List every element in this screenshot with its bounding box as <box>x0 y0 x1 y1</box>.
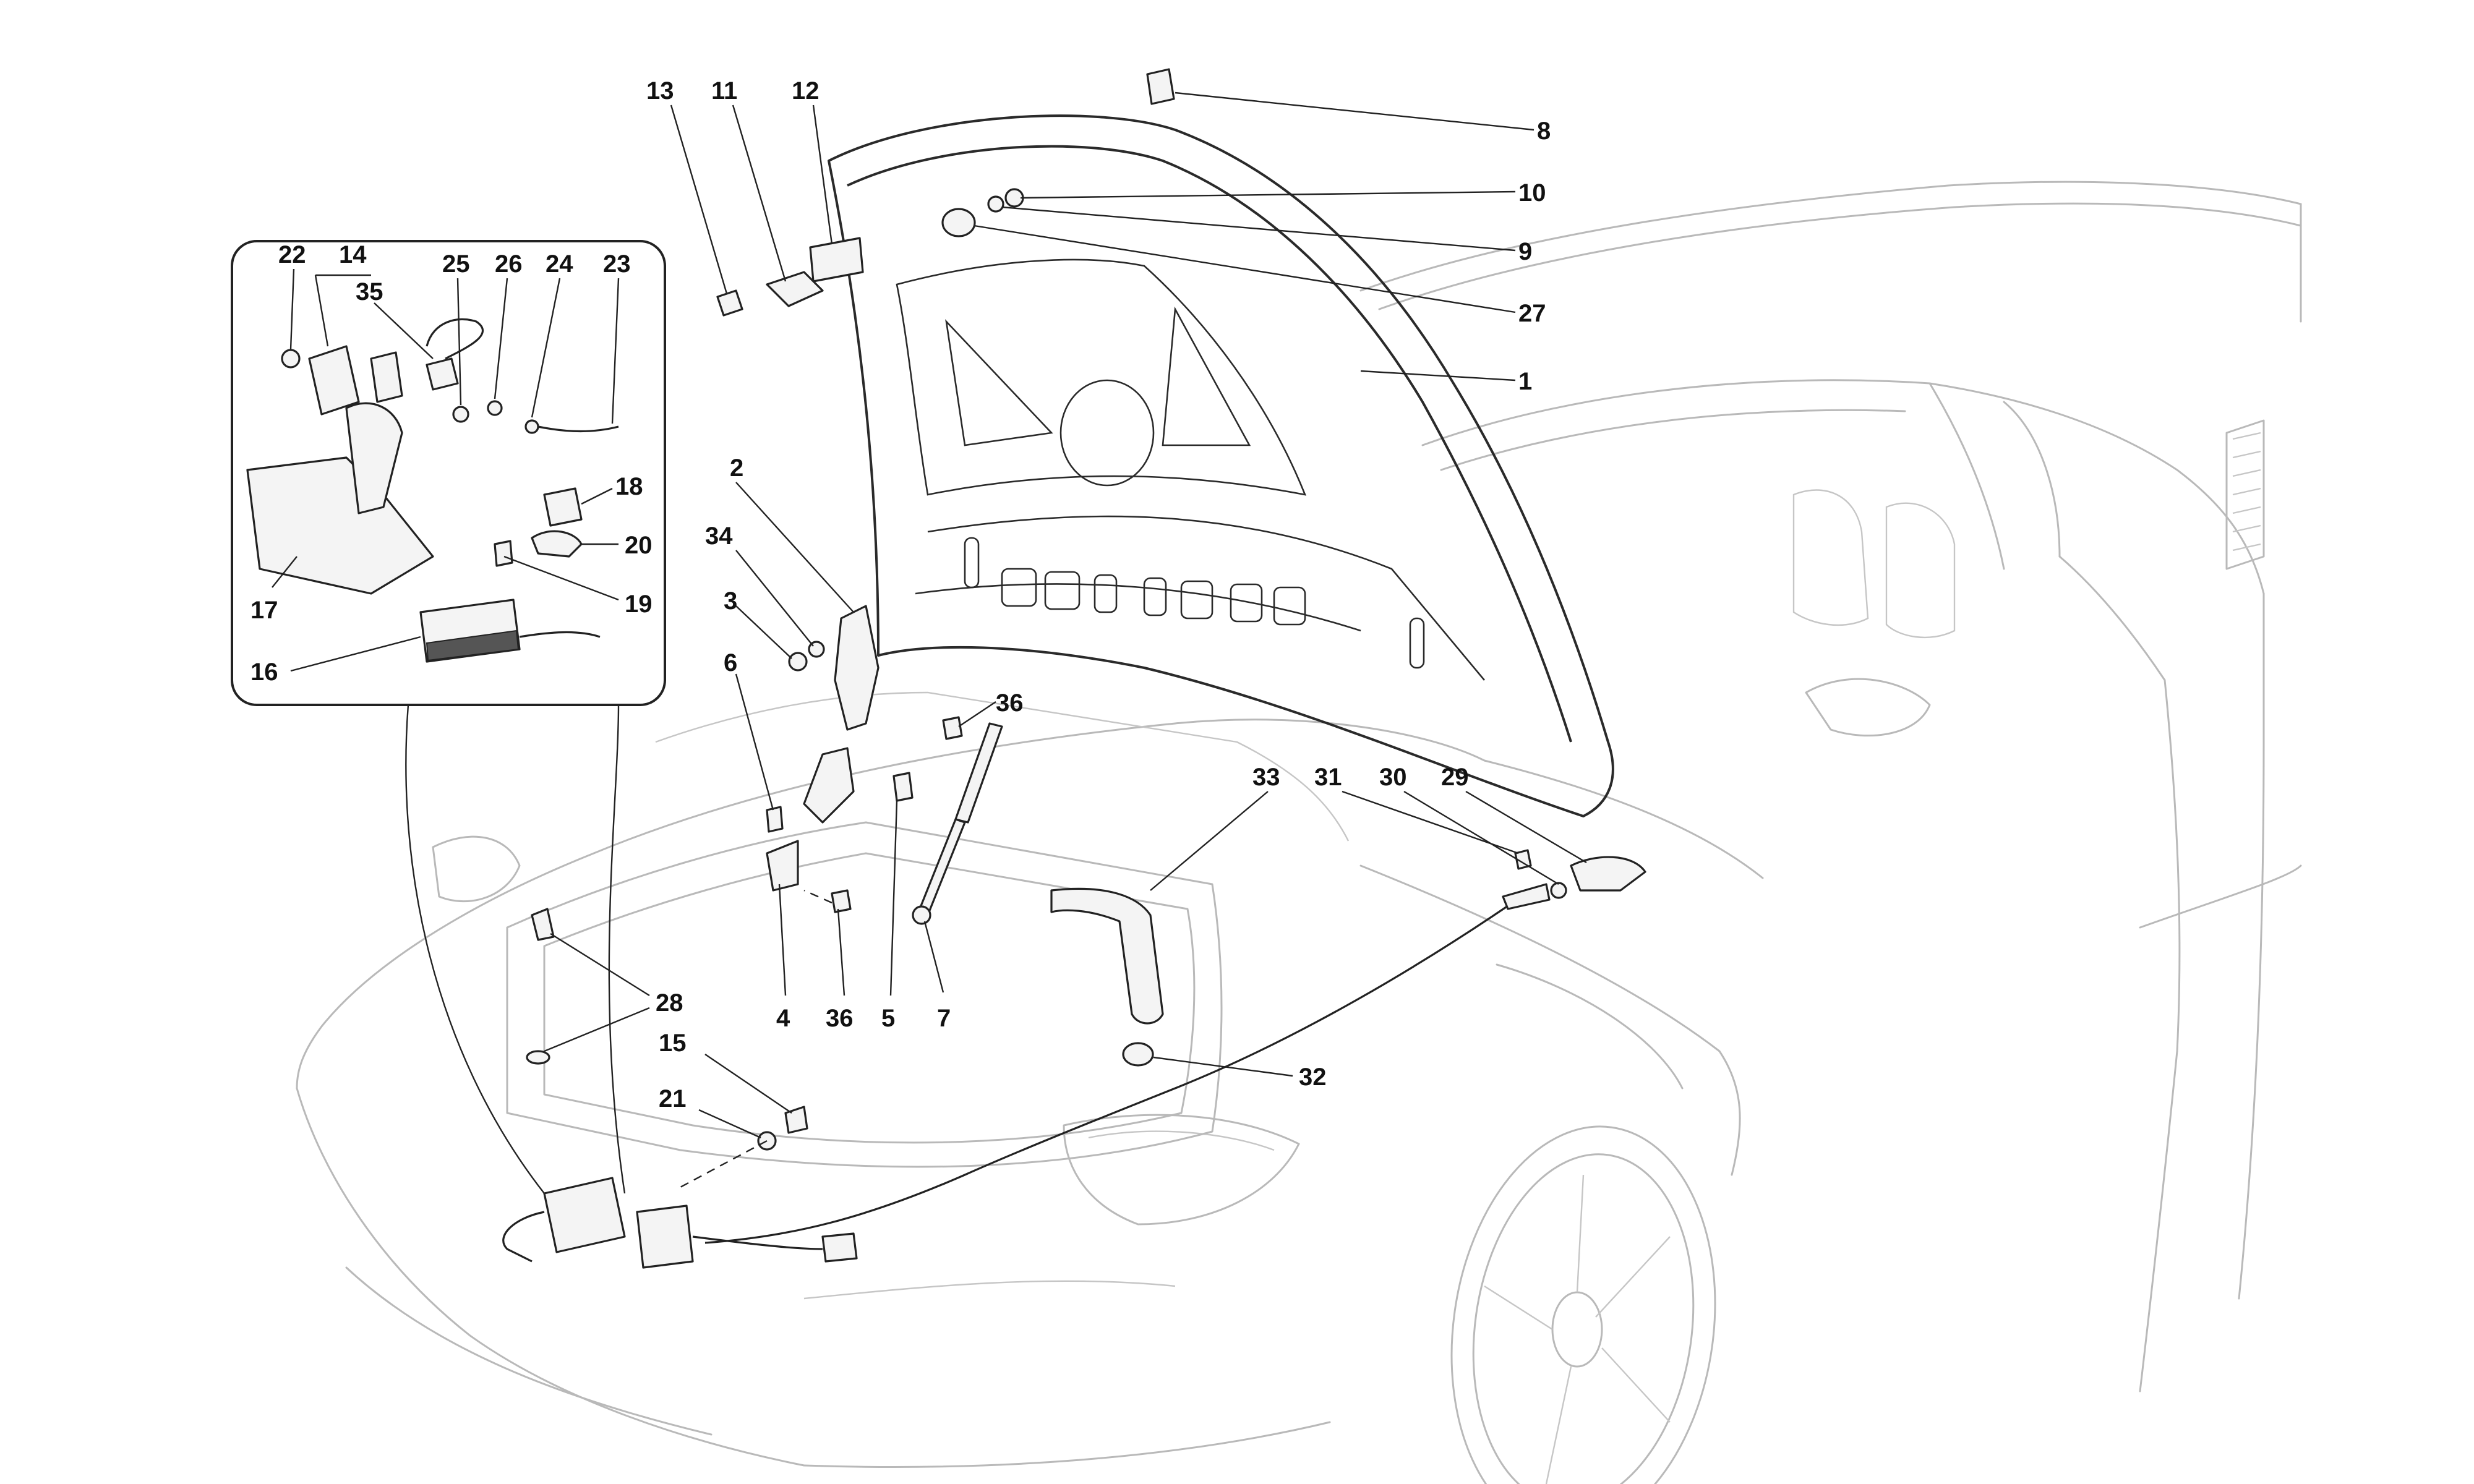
washer-part-10 <box>1004 188 1024 208</box>
latch-detail-inset <box>231 240 666 1194</box>
callout-36-upper: 36 <box>996 689 1024 717</box>
callout-27: 27 <box>1518 300 1546 327</box>
callout-16: 16 <box>250 659 278 686</box>
callout-8: 8 <box>1537 117 1551 145</box>
latch-assembly-lower <box>502 1177 858 1269</box>
clip-part-11 <box>766 271 824 307</box>
gas-strut-part-7 <box>954 722 1003 824</box>
bolt-part-13 <box>716 289 743 317</box>
washer-part-25 <box>452 406 469 423</box>
bracket-part-18 <box>543 487 583 527</box>
nut-part-24 <box>524 419 539 434</box>
callout-36-lower: 36 <box>826 1005 854 1032</box>
callout-11: 11 <box>711 77 737 104</box>
cable-part-23 <box>537 425 619 433</box>
callout-31: 31 <box>1314 764 1342 791</box>
callout-33: 33 <box>1252 764 1280 791</box>
callout-21: 21 <box>659 1085 687 1112</box>
callout-30: 30 <box>1379 764 1407 791</box>
hinge-arm <box>803 747 855 824</box>
hood-panel <box>828 114 1614 817</box>
bolt-part-5 <box>892 772 914 802</box>
clip-part-30 <box>1514 849 1532 870</box>
callout-7: 7 <box>937 1005 951 1032</box>
spring-part-35 <box>426 357 459 391</box>
screw-part-19 <box>494 540 513 567</box>
callout-2: 2 <box>730 454 743 482</box>
callout-numbers: 8 10 9 27 1 13 11 12 2 34 3 6 36 33 31 3… <box>250 77 1551 1112</box>
release-cable <box>704 895 1522 1244</box>
bushing-part-27 <box>941 208 976 237</box>
bracket-part-4 <box>766 840 799 892</box>
car-body-outline <box>296 181 2302 1484</box>
callout-29: 29 <box>1441 764 1469 791</box>
pin-part-36-lower <box>831 889 852 913</box>
hood-vent-slots <box>964 537 1425 669</box>
callout-26: 26 <box>495 250 523 278</box>
washer-part-26 <box>487 400 503 416</box>
callout-18: 18 <box>615 473 643 500</box>
callout-15: 15 <box>659 1030 687 1057</box>
nut-part-31 <box>1550 882 1567 899</box>
callout-34: 34 <box>705 522 733 550</box>
badge-part-8 <box>1146 68 1175 105</box>
callout-22: 22 <box>278 241 306 268</box>
callout-19: 19 <box>625 591 653 618</box>
grommet-part-32 <box>1122 1042 1154 1067</box>
leader-lines <box>272 92 1587 1188</box>
callout-24: 24 <box>546 250 573 278</box>
callout-3: 3 <box>724 587 737 615</box>
callout-35: 35 <box>356 278 383 305</box>
latch-lever-part-14 <box>308 345 360 416</box>
washer-part-9 <box>987 195 1004 213</box>
nut-part-3 <box>788 652 808 672</box>
callout-25: 25 <box>442 250 470 278</box>
callout-9: 9 <box>1518 238 1532 265</box>
callout-10: 10 <box>1518 179 1546 207</box>
callout-17: 17 <box>250 597 278 624</box>
seal-part-33 <box>1050 887 1164 1025</box>
callout-1: 1 <box>1518 368 1532 395</box>
callout-14: 14 <box>339 241 367 268</box>
pin-part-36-upper <box>942 716 963 740</box>
callout-20: 20 <box>625 532 653 559</box>
hinge-part-2 <box>834 605 880 731</box>
bolt-part-22 <box>281 349 301 369</box>
plate-part-12 <box>809 237 864 283</box>
callout-13: 13 <box>646 77 674 104</box>
callout-12: 12 <box>792 77 820 104</box>
plug-part-28 <box>531 908 555 941</box>
callout-32: 32 <box>1299 1064 1327 1091</box>
callout-5: 5 <box>881 1005 895 1032</box>
callout-6: 6 <box>724 649 737 676</box>
clip-part-20 <box>531 530 583 558</box>
callout-28: 28 <box>656 989 683 1017</box>
callout-23: 23 <box>603 250 631 278</box>
clip-part-29 <box>1570 856 1646 892</box>
callout-4: 4 <box>776 1005 790 1032</box>
latch-hook <box>345 402 403 514</box>
bolt-part-6 <box>766 806 784 833</box>
